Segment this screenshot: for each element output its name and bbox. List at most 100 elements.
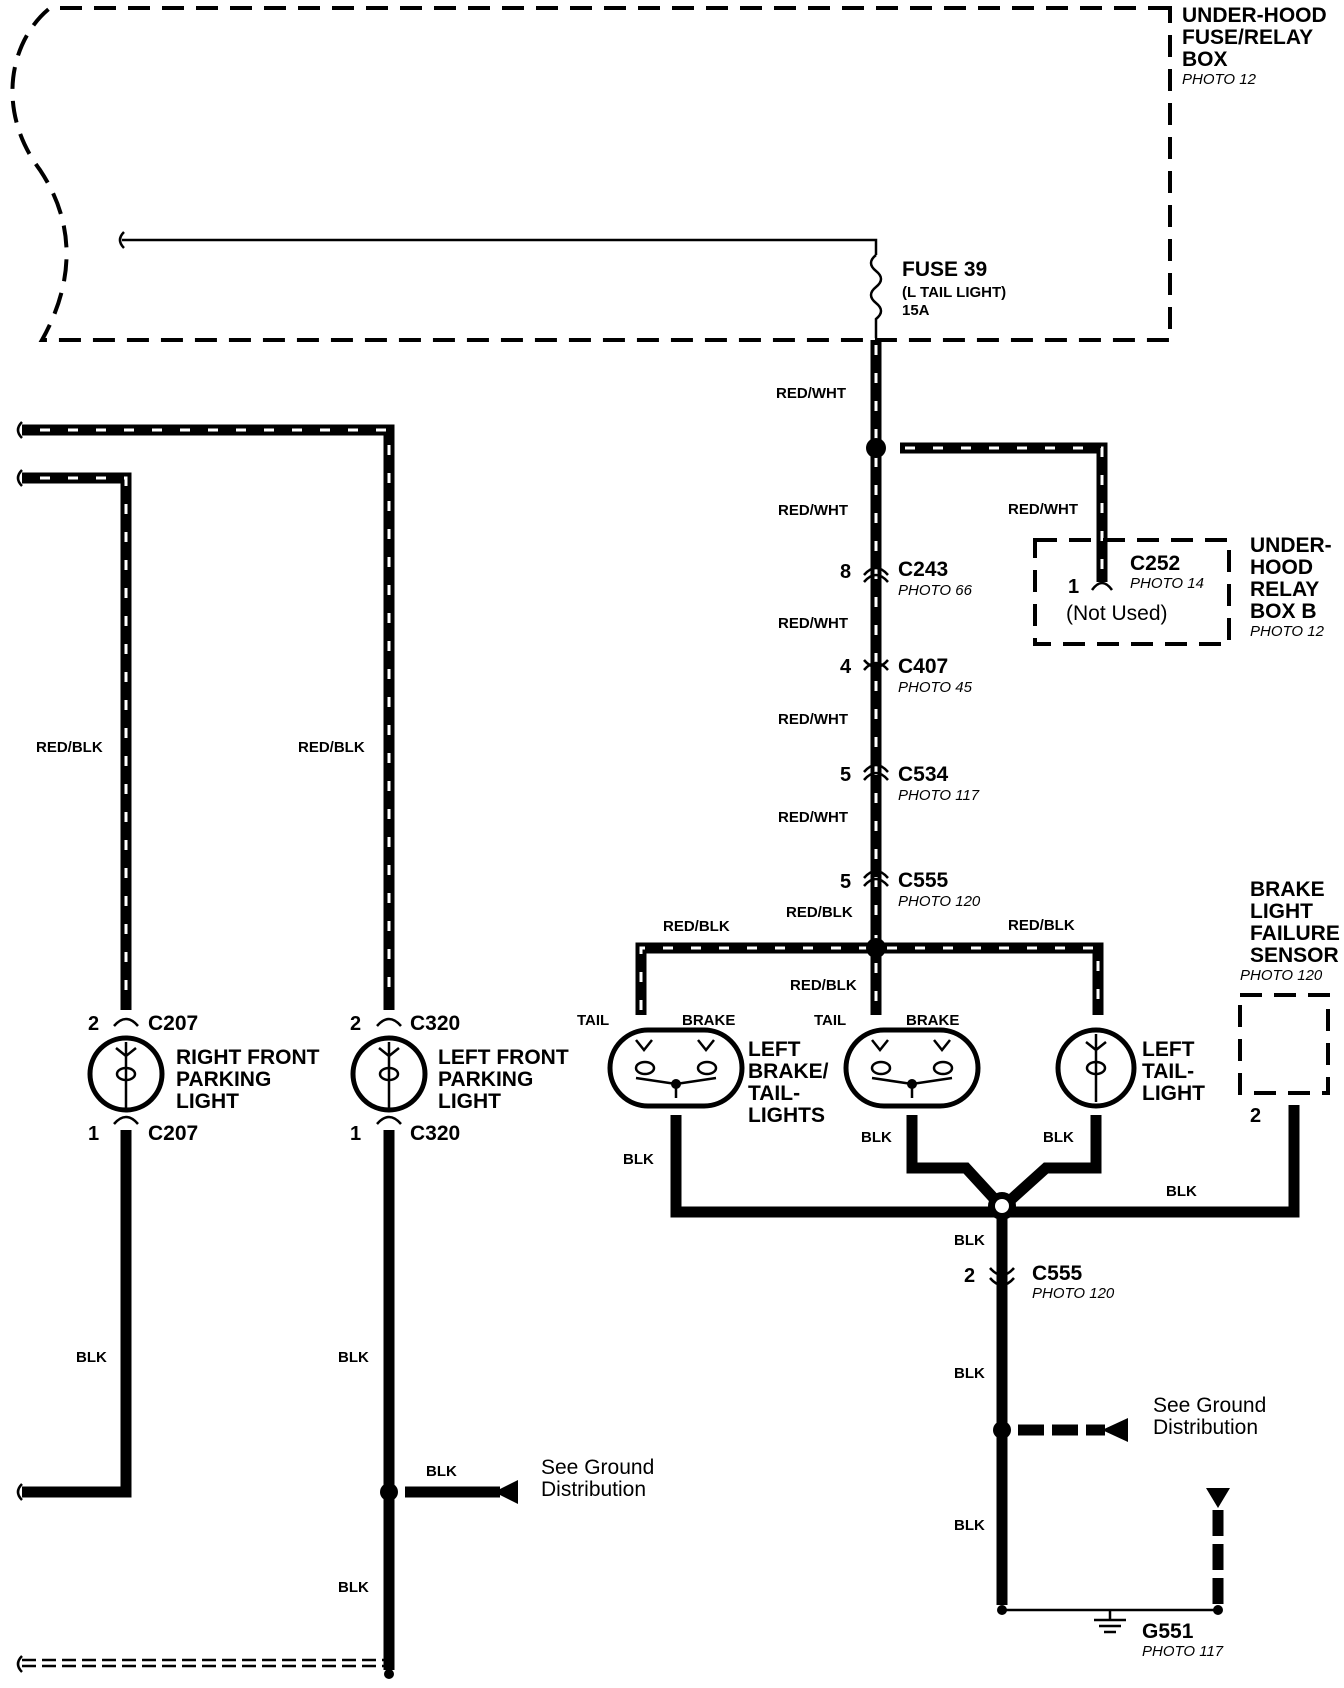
wire-blk-tail-return xyxy=(1001,1115,1102,1210)
connector-pin: 5 xyxy=(840,871,851,893)
wire-red-blk-bus-hatch xyxy=(639,946,1100,1010)
left-front-parking-light-label: LEFT FRONT PARKING LIGHT xyxy=(438,1046,569,1113)
wire-color-label: BLK xyxy=(954,1232,985,1249)
parking-light-pin: 1 xyxy=(350,1123,361,1145)
ground-distribution-line: Distribution xyxy=(541,1478,646,1501)
parking-light-connector: C207 xyxy=(148,1012,198,1035)
feed-break-symbol xyxy=(118,231,125,249)
left-brake-tail-lights-label: LEFT BRAKE/ TAIL- LIGHTS xyxy=(748,1038,829,1127)
fuse-box-title-line: UNDER-HOOD xyxy=(1182,4,1327,27)
relay-box-title-line: RELAY xyxy=(1250,578,1319,601)
wire-color-label: BLK xyxy=(1166,1183,1197,1200)
component-label-line: PARKING xyxy=(176,1068,271,1091)
connector-name: C534 xyxy=(898,763,949,786)
left-brake-tail-light-1 xyxy=(607,1027,745,1109)
relay-box-title-line: HOOD xyxy=(1250,556,1313,579)
connector-name: C555 xyxy=(1032,1262,1083,1285)
connector-photo: PHOTO 45 xyxy=(898,679,973,696)
component-label-line: LIGHT xyxy=(1142,1082,1205,1105)
wire-color-label: BLK xyxy=(76,1349,107,1366)
fuse-feed-line xyxy=(122,238,878,255)
wire-blk-right-front xyxy=(22,1130,132,1498)
wire-red-blk-bus xyxy=(635,942,1104,1015)
parking-light-pin: 1 xyxy=(88,1123,99,1145)
ground-distribution-arrow xyxy=(494,1480,518,1504)
component-label-line: LIGHTS xyxy=(748,1104,825,1127)
sensor-pin: 2 xyxy=(1250,1105,1261,1127)
fuse-rating: 15A xyxy=(902,302,930,319)
component-label-line: LEFT xyxy=(748,1038,801,1061)
sensor-label-line: BRAKE xyxy=(1250,878,1325,901)
connector-photo: PHOTO 120 xyxy=(1032,1285,1115,1302)
connector-pin: 2 xyxy=(964,1265,975,1287)
fuse-box-title-line: FUSE/RELAY xyxy=(1182,26,1313,49)
wire-color-label: RED/BLK xyxy=(790,977,857,994)
connector-pin: 5 xyxy=(840,764,851,786)
connector-c243: 8 C243 PHOTO 66 xyxy=(840,558,973,599)
wire-color-label: BLK xyxy=(426,1463,457,1480)
parking-light-connector: C320 xyxy=(410,1122,460,1145)
connector-c534: 5 C534 PHOTO 117 xyxy=(840,763,980,804)
brake-terminal-label: BRAKE xyxy=(906,1012,959,1029)
parking-light-pin: 2 xyxy=(350,1013,361,1035)
splice-point-center xyxy=(995,1199,1009,1213)
connector-pin: 4 xyxy=(840,656,852,678)
wire-color-label: RED/WHT xyxy=(778,615,848,632)
tail-terminal-label: TAIL xyxy=(577,1012,609,1029)
fuse-box-title: UNDER-HOOD FUSE/RELAY BOX PHOTO 12 xyxy=(1182,4,1327,88)
sensor-label-line: LIGHT xyxy=(1250,900,1313,923)
brake-light-failure-sensor-outline xyxy=(1238,993,1330,1095)
wire-color-label: RED/BLK xyxy=(36,739,103,756)
component-label-line: TAIL- xyxy=(1142,1060,1194,1083)
wire-end-point xyxy=(384,1669,394,1679)
connector-c555-lower: 2 C555 PHOTO 120 xyxy=(964,1262,1115,1302)
connector-name: C555 xyxy=(898,869,949,892)
fuse-box-title-line: BOX xyxy=(1182,48,1228,71)
wire-blk-bottom-shield xyxy=(22,1658,389,1668)
ground-feed-arrow xyxy=(1206,1488,1230,1508)
component-label-line: LIGHT xyxy=(176,1090,239,1113)
wire-red-blk-right-front-hatch xyxy=(40,476,128,1005)
component-label-line: TAIL- xyxy=(748,1082,800,1105)
see-ground-distribution-left: See Ground Distribution xyxy=(541,1456,654,1501)
wire-blk-rear-return xyxy=(670,1105,1300,1218)
left-brake-tail-light-2 xyxy=(843,1027,981,1109)
splice-point xyxy=(993,1421,1011,1439)
parking-light-pin: 2 xyxy=(88,1013,99,1035)
fuse-box-photo: PHOTO 12 xyxy=(1182,71,1257,88)
relay-box-photo: PHOTO 12 xyxy=(1250,623,1325,640)
left-front-parking-light xyxy=(350,1017,428,1125)
c252-pin: 1 xyxy=(1068,576,1079,598)
see-ground-distribution-right: See Ground Distribution xyxy=(1153,1394,1266,1439)
sensor-label-line: SENSOR xyxy=(1250,944,1339,967)
wire-blk-center-return xyxy=(906,1115,1005,1209)
c252-terminal xyxy=(1090,581,1114,591)
connector-c555-upper: 5 C555 PHOTO 120 xyxy=(840,869,981,910)
ground-distribution-line: Distribution xyxy=(1153,1416,1258,1439)
tail-terminal-label: TAIL xyxy=(814,1012,846,1029)
relay-box-b-title: UNDER- HOOD RELAY BOX B PHOTO 12 xyxy=(1250,534,1332,640)
connector-photo: PHOTO 120 xyxy=(898,893,981,910)
wire-color-label: BLK xyxy=(954,1365,985,1382)
wire-color-label: BLK xyxy=(861,1129,892,1146)
feed-break-symbol xyxy=(16,469,23,487)
wire-color-label: BLK xyxy=(338,1579,369,1596)
wire-color-label: RED/BLK xyxy=(298,739,365,756)
ground-distribution-line: See Ground xyxy=(541,1456,654,1479)
ground-distribution-line: See Ground xyxy=(1153,1394,1266,1417)
c252-name: C252 xyxy=(1130,552,1180,575)
fuse-function: (L TAIL LIGHT) xyxy=(902,284,1006,301)
wire-red-blk-left-front-hatch xyxy=(40,428,391,1005)
fuse-box-outline xyxy=(10,6,1172,342)
ground-distribution-arrow xyxy=(1102,1418,1128,1442)
wire-color-label: BLK xyxy=(954,1517,985,1534)
relay-box-title-line: BOX B xyxy=(1250,600,1317,623)
connector-pin: 8 xyxy=(840,561,851,583)
wire-color-label: RED/BLK xyxy=(1008,917,1075,934)
wire-red-wht-branch-hatch xyxy=(905,446,1104,578)
splice-point xyxy=(866,438,886,458)
brake-light-failure-sensor-label: BRAKE LIGHT FAILURE SENSOR PHOTO 120 xyxy=(1240,878,1340,984)
feed-break-symbol xyxy=(16,1655,23,1673)
wire-color-label: RED/WHT xyxy=(778,502,848,519)
